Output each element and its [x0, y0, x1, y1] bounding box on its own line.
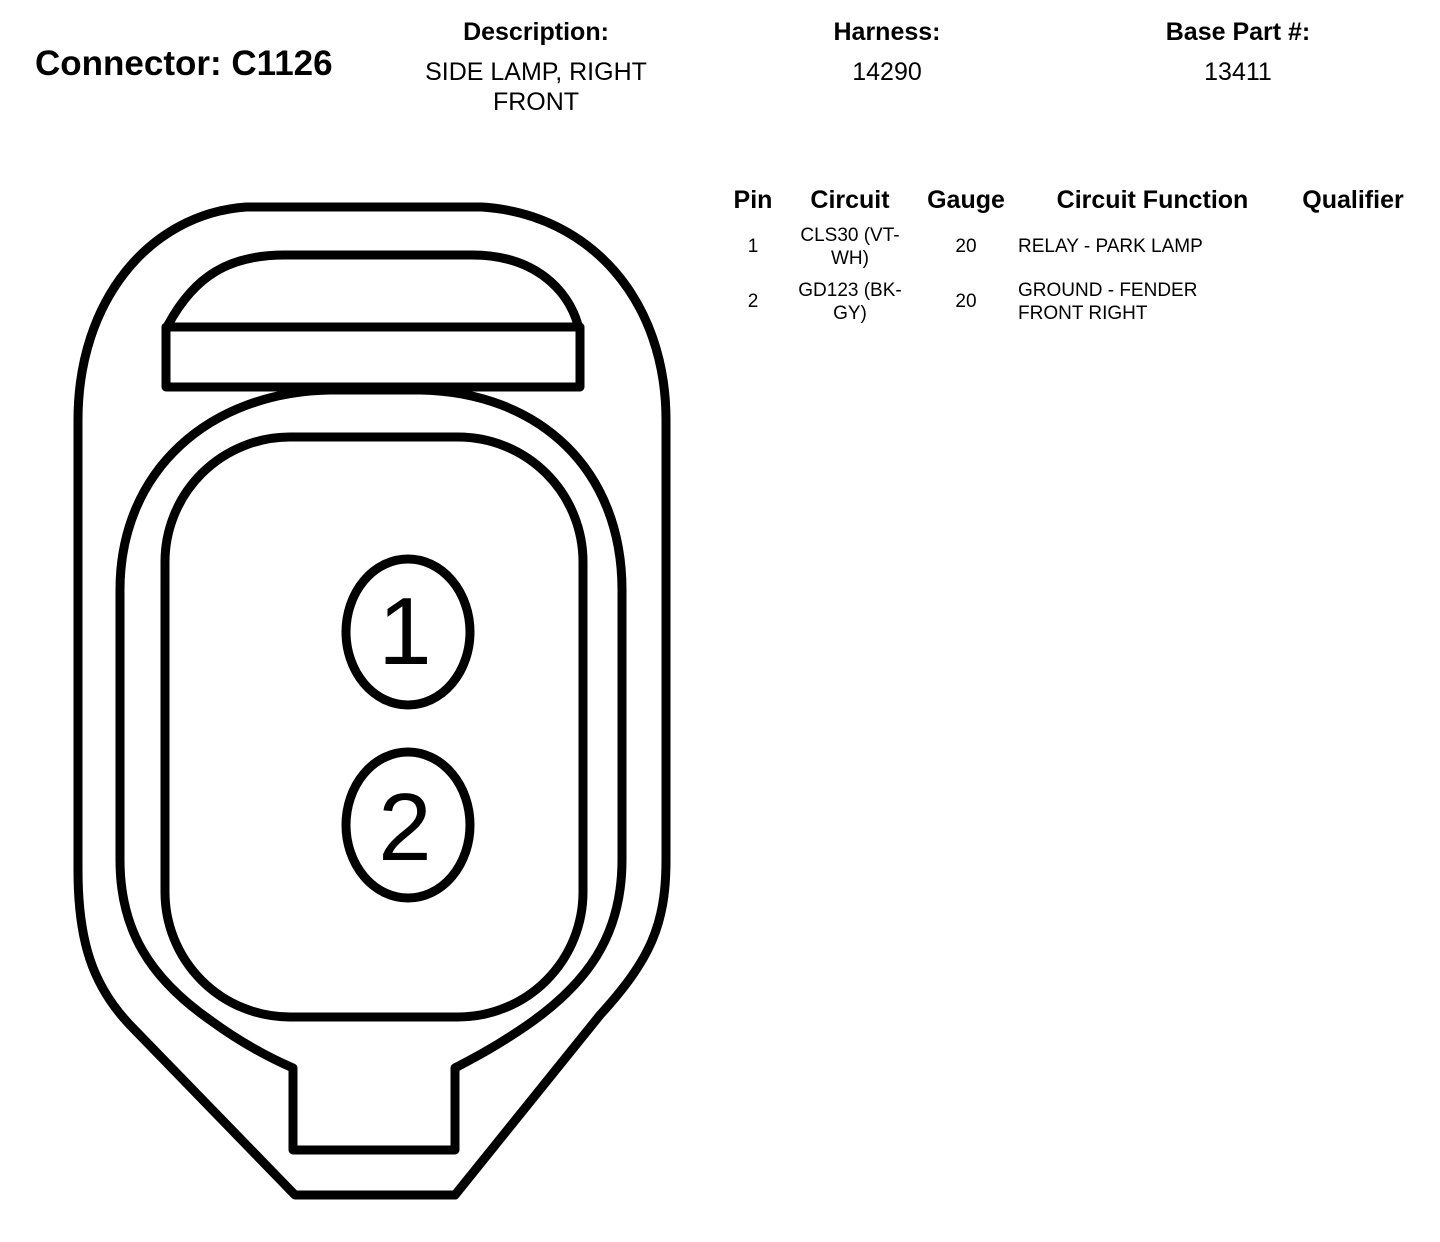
table-row-1-circuit-function: RELAY - PARK LAMP	[1018, 236, 1203, 257]
harness-value: 14290	[852, 58, 922, 86]
base-part-label: Base Part #:	[1165, 18, 1311, 46]
table-row-1-pin: 1	[747, 236, 759, 257]
table-row-2-circuit: GD123 (BK-GY)	[798, 280, 902, 324]
table-header-gauge: Gauge	[927, 186, 1005, 214]
harness-label: Harness:	[833, 18, 941, 46]
table-row-2-pin: 2	[747, 291, 759, 312]
connector-title: Connector: C1126	[35, 44, 333, 83]
table-header-circuit: Circuit	[810, 186, 890, 214]
description-label: Description:	[463, 18, 609, 46]
connector-latch-bar	[161, 322, 585, 392]
connector-middle-ring	[115, 385, 627, 1155]
connector-outer-housing	[73, 202, 671, 1200]
table-header-qualifier: Qualifier	[1302, 186, 1404, 214]
connector-inner-cavity	[160, 432, 588, 1022]
pin-1-circle	[341, 554, 475, 710]
description-value: SIDE LAMP, RIGHT FRONT	[425, 58, 647, 116]
table-row-1-circuit: CLS30 (VT-WH)	[800, 225, 900, 269]
pin-2-label: 2	[378, 774, 431, 881]
table-header-circuit-function: Circuit Function	[1056, 186, 1249, 214]
table-header-pin: Pin	[733, 186, 773, 214]
pin-2-circle	[341, 747, 475, 903]
table-row-2-gauge: 20	[955, 291, 977, 312]
table-row-1-gauge: 20	[955, 236, 977, 257]
base-part-value: 13411	[1204, 58, 1272, 86]
connector-latch-arch	[164, 250, 583, 328]
pin-1-label: 1	[378, 578, 431, 685]
table-row-2-circuit-function: GROUND - FENDER FRONT RIGHT	[1018, 280, 1198, 324]
